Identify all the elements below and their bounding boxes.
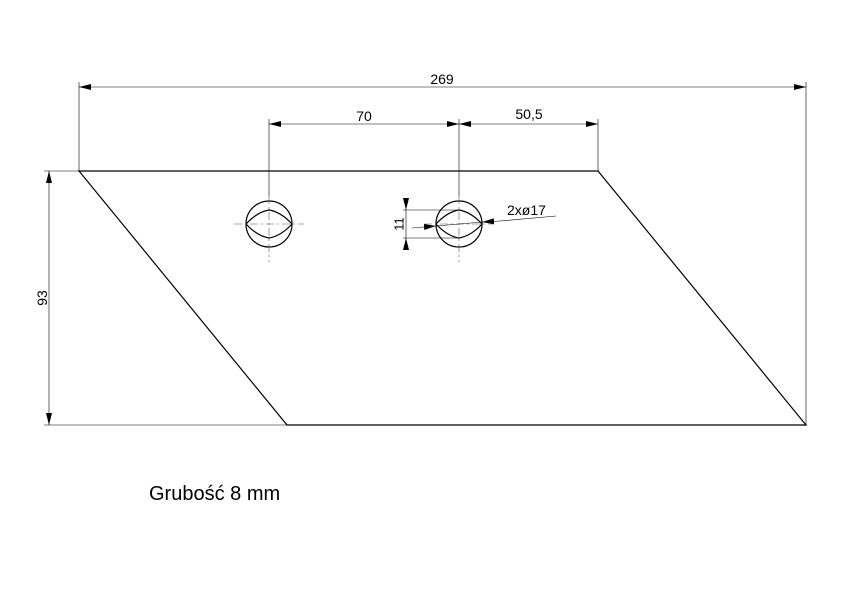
dimension-93: 93 xyxy=(34,170,287,426)
dimension-93-label: 93 xyxy=(34,290,50,306)
dimension-269-label: 269 xyxy=(430,71,454,87)
part-outline xyxy=(77,170,808,426)
dimension-50-5: 50,5 xyxy=(459,106,599,171)
dimension-diameter-label: 2xø17 xyxy=(507,202,546,218)
dimension-269: 269 xyxy=(78,71,807,425)
dimension-11: 11 xyxy=(391,198,459,250)
dimension-11-label: 11 xyxy=(391,217,406,231)
dimension-diameter: 2xø17 xyxy=(411,202,557,230)
thickness-note: Grubość 8 mm xyxy=(149,483,281,505)
dimension-70: 70 xyxy=(268,108,460,196)
dimension-50-5-label: 50,5 xyxy=(515,106,542,122)
hole-right xyxy=(424,196,494,262)
dimension-70-label: 70 xyxy=(356,108,372,124)
hole-left xyxy=(234,196,304,262)
